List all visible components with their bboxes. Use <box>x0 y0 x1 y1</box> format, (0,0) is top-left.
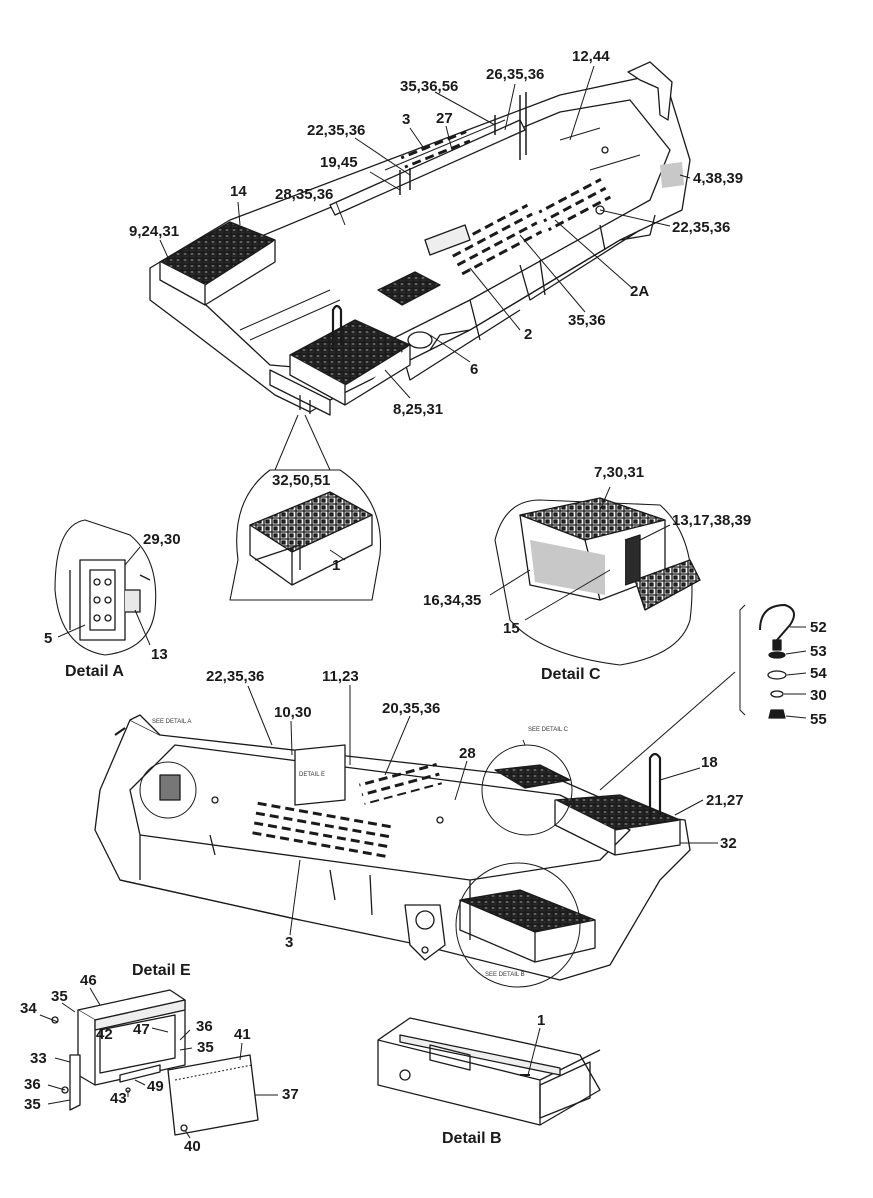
callout-13-a: 13 <box>151 646 168 663</box>
callout-27-top: 27 <box>436 110 453 127</box>
callout-20-35-36: 20,35,36 <box>382 700 441 717</box>
callout-1-inset: 1 <box>332 557 341 574</box>
detail-c-drawing <box>489 486 701 666</box>
bottom-leaders <box>247 685 718 936</box>
callout-47: 47 <box>133 1021 150 1038</box>
detail-inset-front <box>229 469 382 601</box>
callout-35-e-right: 35 <box>197 1039 214 1056</box>
bottom-frame-assembly <box>94 714 691 988</box>
callout-18: 18 <box>701 754 718 771</box>
pin-assembly <box>599 604 807 791</box>
callout-14: 14 <box>230 183 247 200</box>
callout-32-50-51: 32,50,51 <box>272 472 331 489</box>
note-see-detail-c: SEE DETAIL C <box>528 727 569 733</box>
callout-30-pin: 30 <box>810 687 827 704</box>
callout-21-27: 21,27 <box>706 792 744 809</box>
callout-52: 52 <box>810 619 827 636</box>
callout-53: 53 <box>810 643 827 660</box>
detail-e-drawing <box>39 987 278 1139</box>
callout-40: 40 <box>184 1138 201 1155</box>
callout-22-35-36-bottom: 22,35,36 <box>206 668 265 685</box>
callout-46: 46 <box>80 972 97 989</box>
callout-13-17-38-39: 13,17,38,39 <box>672 512 752 529</box>
callout-12-44: 12,44 <box>572 48 610 65</box>
callout-35-e-top: 35 <box>51 988 68 1005</box>
callout-3-bottom: 3 <box>285 934 294 951</box>
note-see-detail-a: SEE DETAIL A <box>152 719 192 725</box>
caption-detail-b: Detail B <box>442 1130 502 1147</box>
callout-49: 49 <box>147 1078 164 1095</box>
callout-29-30: 29,30 <box>143 531 181 548</box>
callout-32-bottom: 32 <box>720 835 737 852</box>
callout-35-36: 35,36 <box>568 312 606 329</box>
caption-detail-e: Detail E <box>132 962 191 979</box>
callout-35-e-bottom: 35 <box>24 1096 41 1113</box>
callout-8-25-31: 8,25,31 <box>393 401 444 418</box>
callout-2a: 2A <box>630 283 650 300</box>
callout-28-35-36: 28,35,36 <box>275 186 334 203</box>
callout-5: 5 <box>44 630 53 647</box>
callout-1-b: 1 <box>537 1012 546 1029</box>
callout-33: 33 <box>30 1050 47 1067</box>
caption-detail-c: Detail C <box>541 666 601 683</box>
note-detail-e-tag: DETAIL E <box>299 772 326 778</box>
callout-6: 6 <box>470 361 479 378</box>
callout-22-35-36-right: 22,35,36 <box>672 219 731 236</box>
callout-43: 43 <box>110 1090 127 1107</box>
callout-16-34-35: 16,34,35 <box>423 592 482 609</box>
callout-7-30-31: 7,30,31 <box>594 464 645 481</box>
callout-26-35-36: 26,35,36 <box>486 66 545 83</box>
top-frame-assembly <box>149 61 691 416</box>
note-see-detail-b: SEE DETAIL B <box>485 972 525 978</box>
callout-55: 55 <box>810 711 827 728</box>
callout-54: 54 <box>810 665 827 682</box>
callout-22-35-36-top: 22,35,36 <box>307 122 366 139</box>
top-leaders <box>159 65 691 471</box>
callout-19-45: 19,45 <box>320 154 358 171</box>
callout-4-38-39: 4,38,39 <box>693 170 744 187</box>
caption-detail-a: Detail A <box>65 663 124 680</box>
detail-b-drawing <box>377 1017 601 1126</box>
callout-11-23: 11,23 <box>322 668 359 685</box>
callout-34: 34 <box>20 1000 37 1017</box>
callout-37: 37 <box>282 1086 299 1103</box>
callout-36-e-left: 36 <box>24 1076 41 1093</box>
callout-2: 2 <box>524 326 533 343</box>
detail-a-drawing <box>54 519 157 656</box>
callout-42: 42 <box>96 1026 113 1043</box>
callout-3-top: 3 <box>402 111 411 128</box>
callout-41: 41 <box>234 1026 251 1043</box>
callout-35-36-56: 35,36,56 <box>400 78 459 95</box>
callout-28-bottom: 28 <box>459 745 476 762</box>
callout-15: 15 <box>503 620 520 637</box>
callout-36-e-right: 36 <box>196 1018 213 1035</box>
callout-10-30: 10,30 <box>274 704 312 721</box>
callout-9-24-31: 9,24,31 <box>129 223 180 240</box>
